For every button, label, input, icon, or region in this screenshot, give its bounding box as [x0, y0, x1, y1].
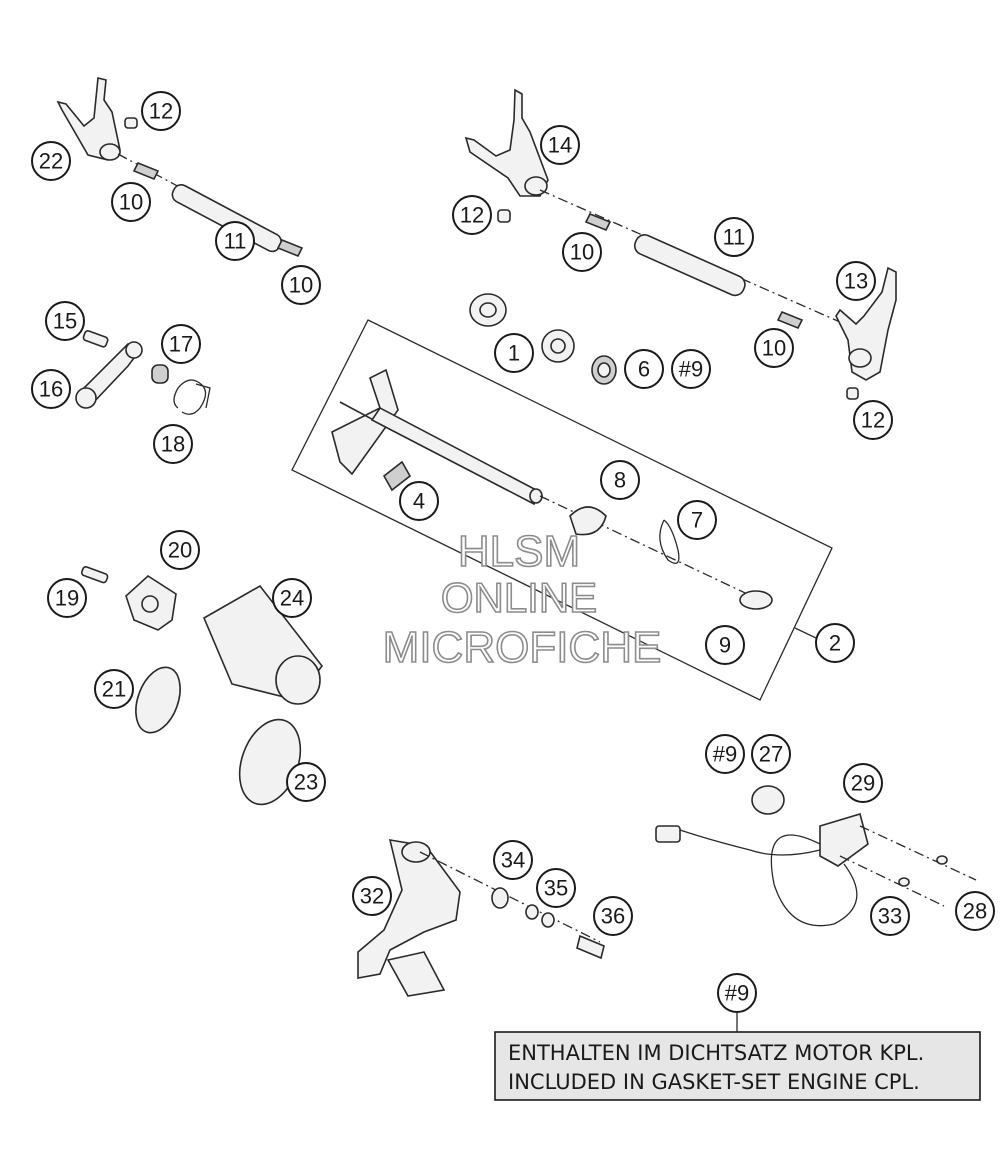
watermark-line-2: ONLINE [441, 574, 597, 621]
callout-9-ref-label: #9 [713, 742, 737, 767]
callout-7: 7 [677, 500, 717, 540]
callout-12: 12 [141, 91, 181, 131]
shift-lever-16-group [75, 330, 211, 415]
callout-18-label: 18 [161, 432, 185, 457]
callout-33-label: 33 [878, 904, 902, 929]
callout-22-label: 22 [39, 149, 63, 174]
callout-9-ref: #9 [705, 734, 745, 774]
callout-18: 18 [153, 424, 193, 464]
callout-27-label: 27 [759, 742, 783, 767]
note-line-german: ENTHALTEN IM DICHTSATZ MOTOR KPL. [508, 1041, 924, 1065]
callout-16: 16 [31, 369, 71, 409]
callout-34: 34 [493, 840, 533, 880]
callout-10: 10 [111, 182, 151, 222]
callout-9-note-ref: #9 [717, 973, 757, 1013]
callout-29-label: 29 [851, 771, 875, 796]
callout-8: 8 [600, 460, 640, 500]
callout-29: 29 [843, 763, 883, 803]
shift-fork-14-group [464, 88, 897, 400]
callout-9-ref: #9 [671, 349, 711, 389]
shift-lever-32-group [357, 839, 605, 997]
callout-15: 15 [45, 301, 85, 341]
callout-1: 1 [494, 333, 534, 373]
callout-2-label: 2 [829, 631, 841, 656]
callout-24-label: 24 [280, 586, 304, 611]
callout-32: 32 [352, 876, 392, 916]
callout-21-label: 21 [102, 677, 126, 702]
callout-10-label: 10 [119, 190, 143, 215]
callout-12: 12 [452, 195, 492, 235]
callout-20: 20 [160, 530, 200, 570]
callout-8-label: 8 [614, 468, 626, 493]
callout-11-label: 11 [224, 229, 247, 254]
callout-9-note-ref-label: #9 [725, 981, 749, 1006]
callout-10: 10 [562, 232, 602, 272]
callout-23: 23 [286, 762, 326, 802]
watermark-line-3: MICROFICHE [383, 623, 662, 672]
callout-35-label: 35 [544, 876, 568, 901]
watermark: HLSM ONLINE MICROFICHE [382, 526, 662, 673]
callout-4: 4 [399, 481, 439, 521]
callout-17-label: 17 [169, 332, 193, 357]
callout-20-label: 20 [168, 538, 192, 563]
callout-36: 36 [593, 896, 633, 936]
callout-6: 6 [624, 349, 664, 389]
callout-10: 10 [281, 265, 321, 305]
callout-28-label: 28 [963, 899, 987, 924]
note-line-english: INCLUDED IN GASKET-SET ENGINE CPL. [508, 1070, 920, 1094]
callout-10-label: 10 [570, 240, 594, 265]
callout-10-label: 10 [762, 336, 786, 361]
callout-7-label: 7 [691, 508, 703, 533]
callout-28: 28 [955, 891, 995, 931]
callout-6-label: 6 [638, 357, 650, 382]
callout-17: 17 [161, 324, 201, 364]
callout-12: 12 [853, 400, 893, 440]
gear-sensor-29-group [655, 785, 977, 927]
callout-35: 35 [536, 868, 576, 908]
callout-9: 9 [705, 625, 745, 665]
callout-11-label: 11 [723, 225, 746, 250]
callout-32-label: 32 [360, 884, 384, 909]
callout-23-label: 23 [294, 770, 318, 795]
callout-9-ref-label: #9 [679, 357, 703, 382]
callout-11: 11 [714, 217, 754, 257]
shift-shaft-2-group [291, 319, 833, 701]
callout-24: 24 [272, 578, 312, 618]
callout-16-label: 16 [39, 377, 63, 402]
callout-27: 27 [751, 734, 791, 774]
shift-drum-24-group [80, 566, 324, 806]
callout-33: 33 [870, 896, 910, 936]
watermark-line-1: HLSM [458, 527, 580, 576]
callout-12-label: 12 [861, 408, 885, 433]
callout-19-label: 19 [55, 586, 79, 611]
gasket-set-note: ENTHALTEN IM DICHTSATZ MOTOR KPL. INCLUD… [494, 1031, 981, 1101]
callout-11: 11 [215, 221, 255, 261]
callout-10: 10 [754, 328, 794, 368]
callout-10-label: 10 [289, 273, 313, 298]
callout-13: 13 [836, 261, 876, 301]
callout-9-label: 9 [719, 633, 731, 658]
callout-15-label: 15 [53, 309, 77, 334]
callout-13-label: 13 [844, 269, 868, 294]
bearings-1-6-group [469, 293, 617, 385]
callout-2: 2 [815, 623, 855, 663]
callout-4-label: 4 [413, 489, 425, 514]
callout-36-label: 36 [601, 904, 625, 929]
callout-21: 21 [94, 669, 134, 709]
callout-12-label: 12 [149, 99, 173, 124]
shift-fork-22-group [56, 76, 304, 258]
callout-1-label: 1 [508, 341, 520, 366]
callout-14-label: 14 [548, 133, 572, 158]
callout-22: 22 [31, 141, 71, 181]
callout-12-label: 12 [460, 203, 484, 228]
callout-34-label: 34 [501, 848, 525, 873]
callout-14: 14 [540, 125, 580, 165]
callout-19: 19 [47, 578, 87, 618]
